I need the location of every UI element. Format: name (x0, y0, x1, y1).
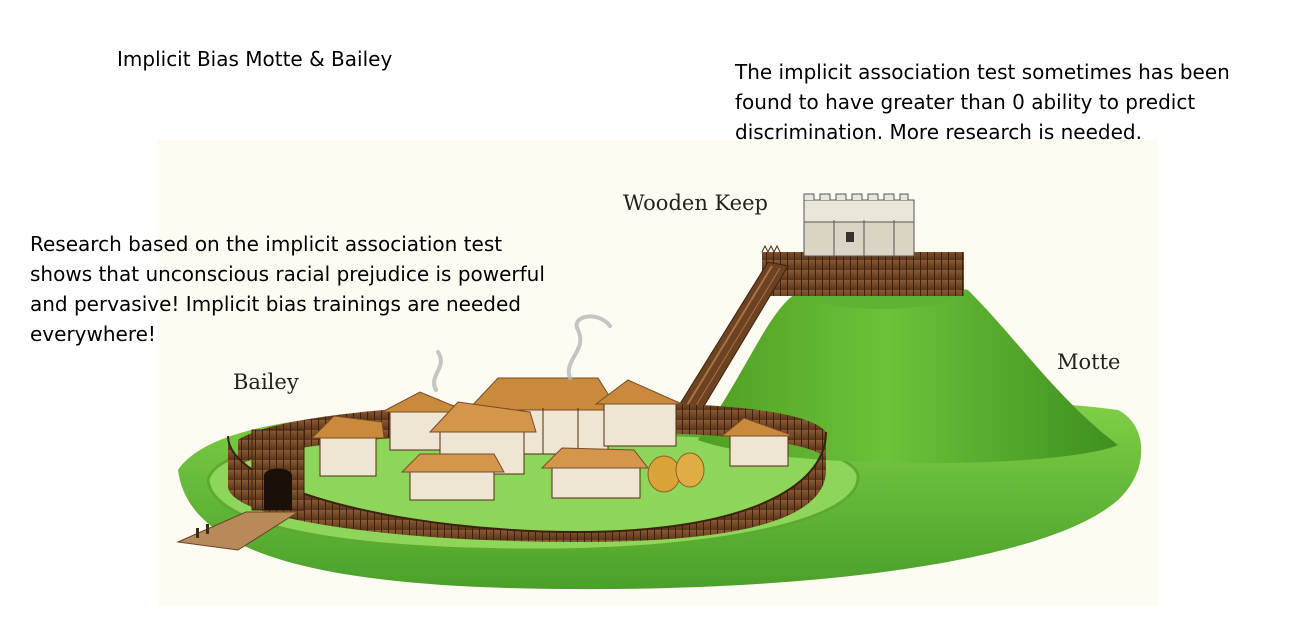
keep-palisade (762, 252, 964, 296)
bailey-label: Bailey (233, 370, 299, 394)
bailey-buildings (310, 377, 795, 501)
wooden-keep-tower (803, 193, 915, 257)
bailey-back-palisade (238, 402, 826, 466)
figures (196, 524, 209, 538)
motte-claim-text: The implicit association test sometimes … (735, 60, 1230, 144)
motte-and-bailey-illustration (158, 140, 1158, 606)
bailey-front-palisade (228, 432, 826, 542)
causeway (176, 511, 300, 551)
slide-title: Implicit Bias Motte & Bailey (117, 47, 393, 71)
motte-label: Motte (1057, 350, 1121, 374)
motte-mound (698, 282, 1118, 464)
gatehouse (251, 429, 305, 511)
bailey-claim-text: Research based on the implicit associati… (30, 232, 545, 346)
wooden-keep-label: Wooden Keep (623, 191, 768, 215)
chimney-smoke (432, 314, 612, 392)
